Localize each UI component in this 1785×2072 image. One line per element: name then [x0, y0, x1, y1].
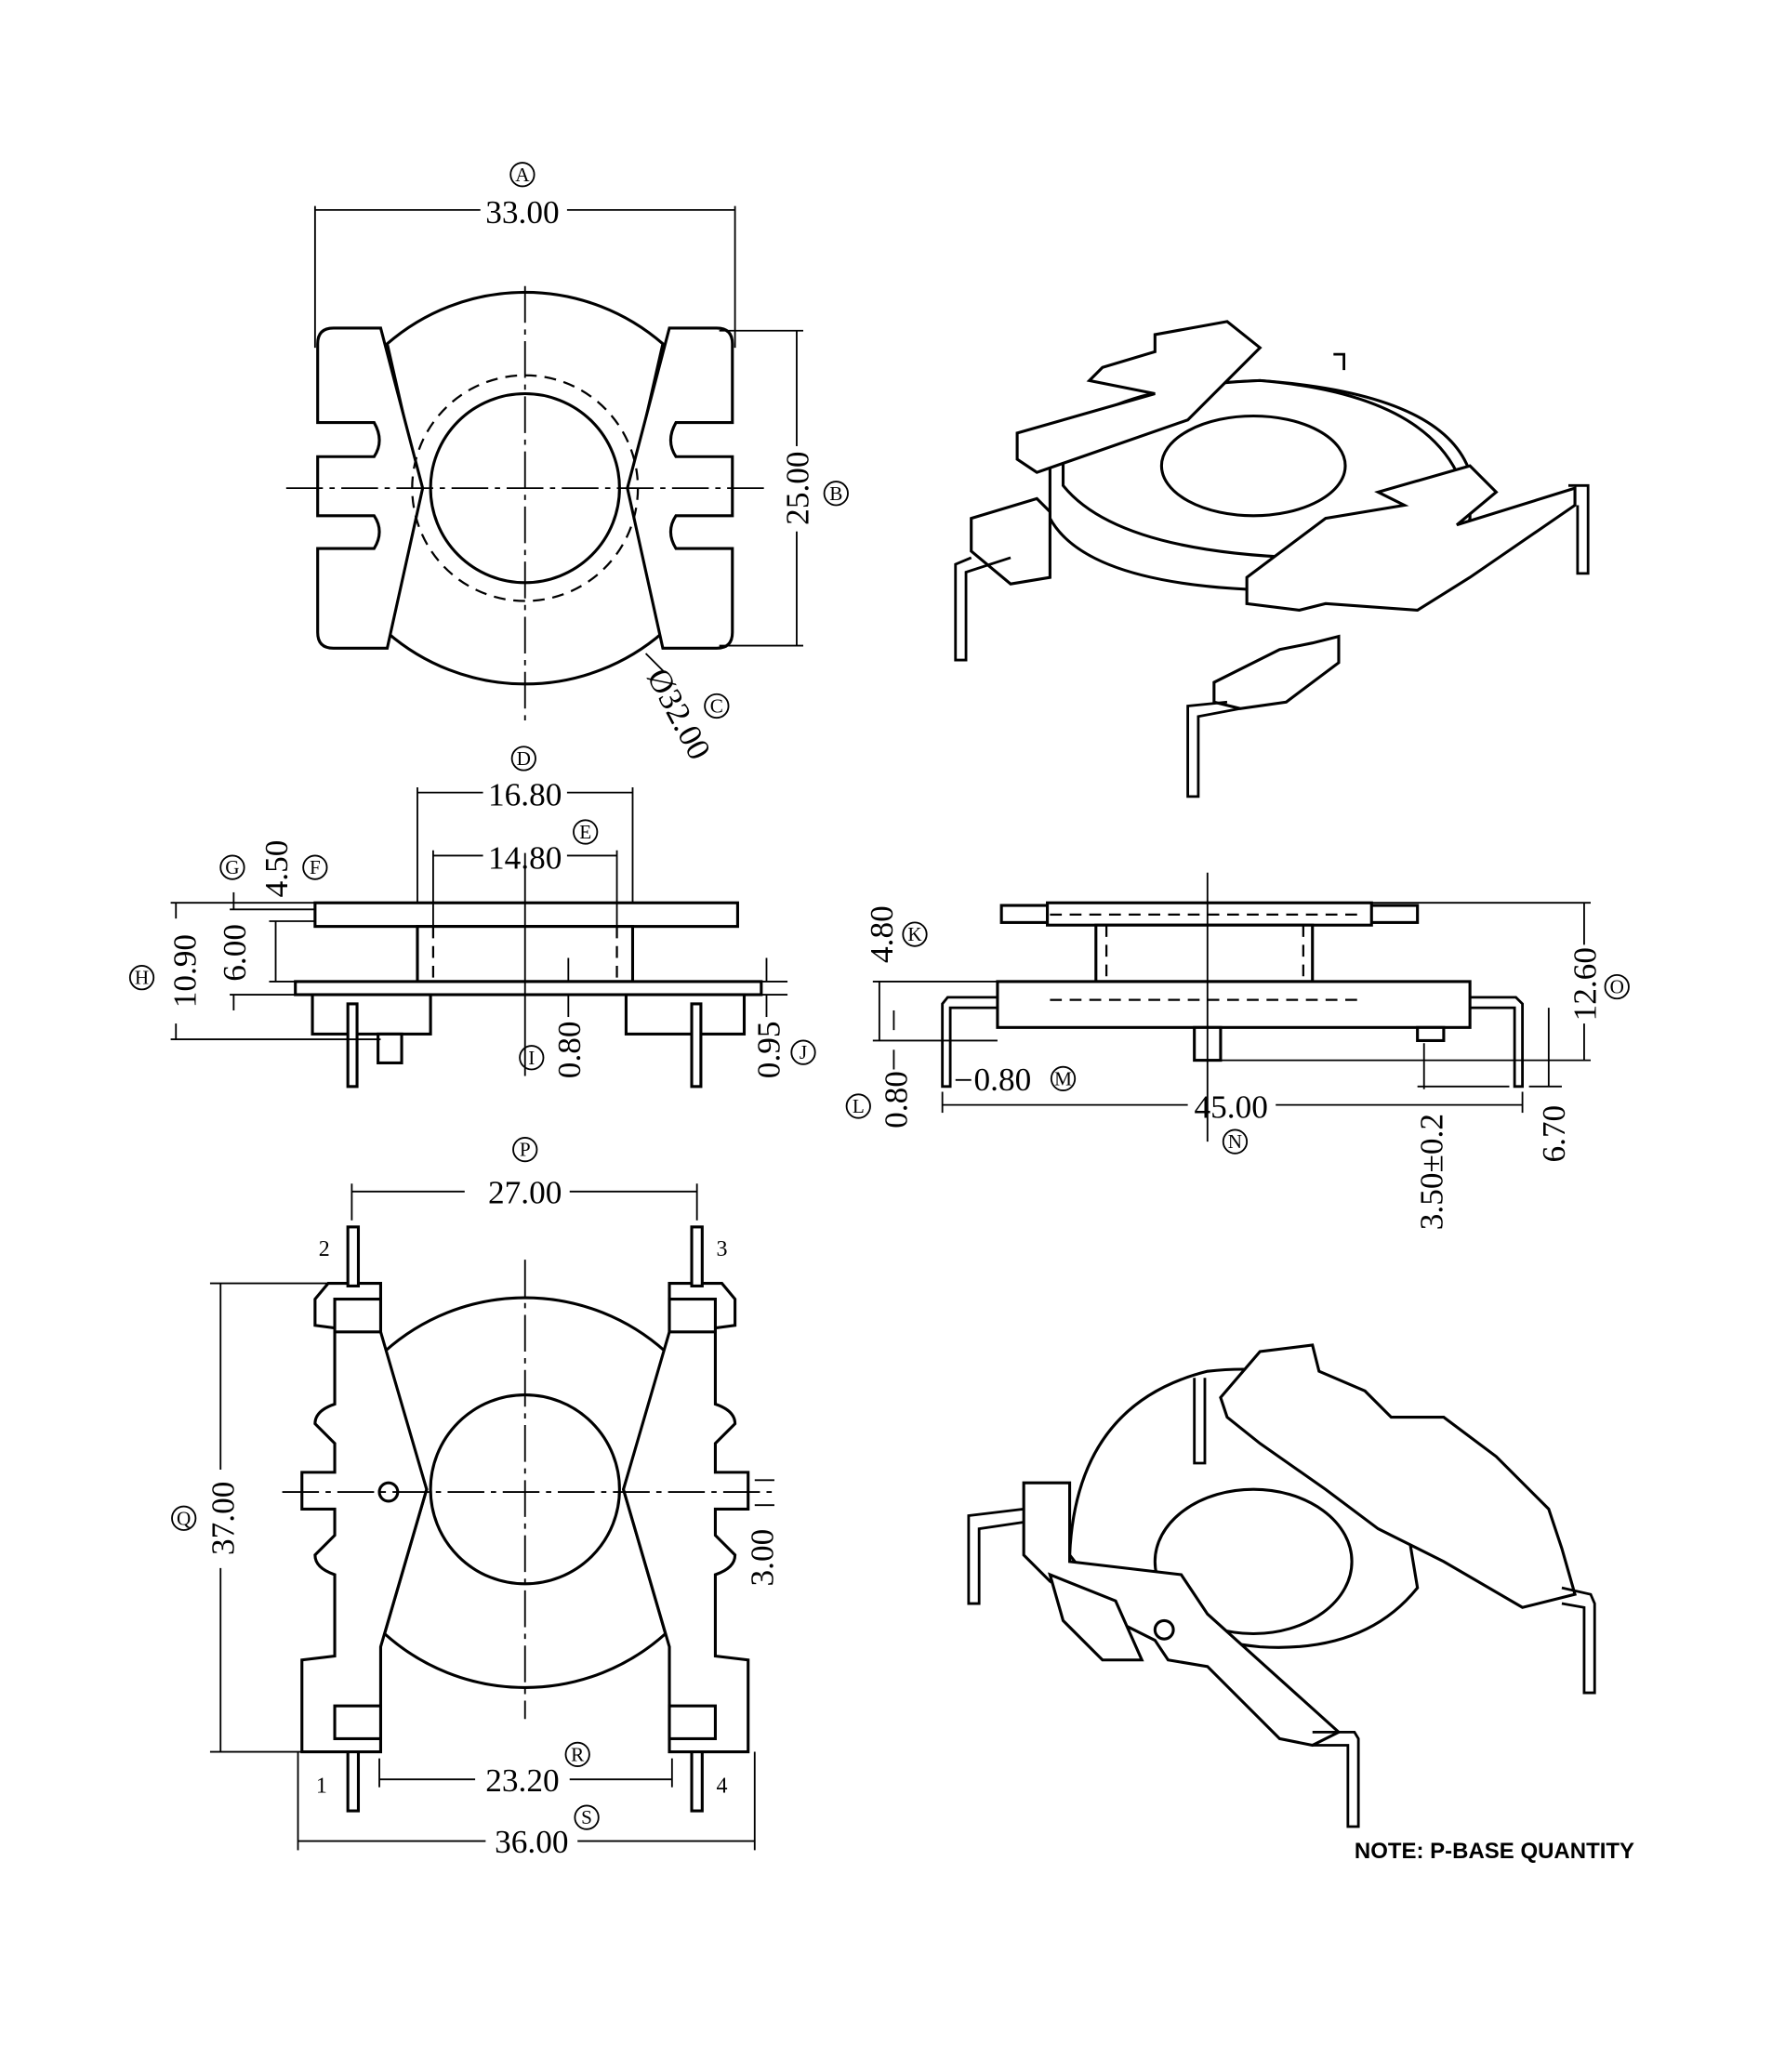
dim-pin-spacing: 3.00	[745, 1529, 781, 1587]
side-view: 4.80 K 12.60 O L 0.80 0.80 M 45.00 N 3.5…	[845, 872, 1630, 1230]
dim-I: 0.80	[551, 1021, 588, 1078]
callout-F: F	[310, 856, 321, 878]
callout-N: N	[1228, 1130, 1242, 1153]
dim-L: 0.80	[879, 1071, 915, 1128]
pin-label-4: 4	[716, 1774, 727, 1798]
callout-J: J	[800, 1041, 807, 1063]
dim-H: 10.90	[166, 934, 203, 1008]
callout-H: H	[135, 967, 149, 989]
isometric-view-top	[954, 320, 1590, 798]
front-view: D 16.80 E 14.80 G F 4.50 6.00 10.90 H I …	[128, 746, 816, 1089]
dim-C: Ø32.00	[640, 663, 718, 766]
dim-M: 0.80	[974, 1062, 1032, 1098]
callout-K: K	[907, 923, 922, 945]
dim-Q: 37.00	[205, 1482, 241, 1555]
dim-S: 36.00	[495, 1824, 568, 1860]
dim-R: 23.20	[485, 1762, 559, 1799]
callout-D: D	[517, 747, 531, 770]
dim-J: 0.95	[751, 1021, 787, 1078]
callout-Q: Q	[177, 1507, 191, 1529]
top-view: A 33.00 25.00 B Ø32.00 C	[285, 162, 849, 766]
note-text: NOTE: P-BASE QUANTITY	[1355, 1839, 1634, 1864]
dim-N: 45.00	[1195, 1089, 1268, 1126]
callout-G: G	[225, 856, 239, 878]
callout-E: E	[579, 821, 591, 843]
pin-label-1: 1	[316, 1774, 327, 1798]
bottom-view: P 27.00 2 3 1 4 Q 37.00 3.00 R 23.20 S 3…	[171, 1136, 781, 1860]
callout-P: P	[520, 1139, 531, 1161]
dim-P: 27.00	[488, 1174, 562, 1210]
callout-R: R	[571, 1743, 585, 1765]
dim-B: 25.00	[780, 451, 816, 524]
callout-A: A	[515, 164, 530, 186]
dim-pin-height: 3.50±0.2	[1413, 1114, 1449, 1230]
dim-O: 12.60	[1567, 947, 1604, 1021]
callout-M: M	[1054, 1067, 1072, 1089]
dim-pin-length: 6.70	[1536, 1105, 1572, 1163]
callout-C: C	[710, 695, 723, 718]
dim-G: 6.00	[217, 924, 253, 982]
isometric-view-bottom	[967, 1343, 1596, 1828]
dim-D: 16.80	[488, 777, 562, 813]
callout-S: S	[581, 1806, 592, 1828]
dim-A: 33.00	[485, 194, 559, 231]
callout-B: B	[829, 482, 842, 505]
dim-F: 4.50	[258, 840, 295, 898]
pin-label-3: 3	[716, 1237, 727, 1261]
dim-K: 4.80	[864, 905, 900, 963]
pin-label-2: 2	[319, 1237, 330, 1261]
callout-O: O	[1610, 976, 1624, 998]
callout-I: I	[528, 1047, 535, 1069]
dim-E: 14.80	[488, 840, 562, 877]
callout-L: L	[853, 1095, 865, 1117]
